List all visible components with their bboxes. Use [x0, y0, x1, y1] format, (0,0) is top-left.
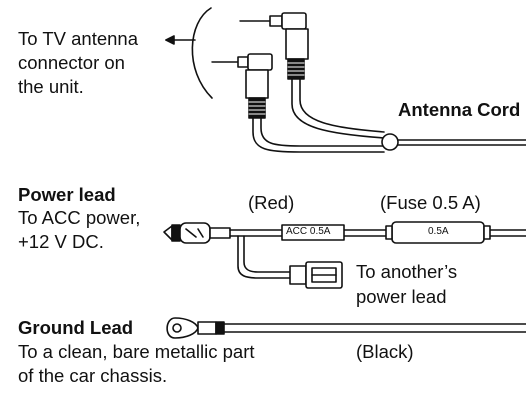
acc-tag-box — [281, 224, 345, 241]
fuse-label: (Fuse 0.5 A) — [380, 192, 481, 213]
power-lead-title: Power lead — [18, 184, 116, 205]
antenna-cord-label: Antenna Cord — [398, 99, 521, 120]
power-connector-plug — [163, 222, 231, 244]
another-power-lead-line1: To another’s — [356, 261, 458, 282]
antenna-plug-upper — [239, 12, 309, 80]
power-lead-desc-line2: +12 V DC. — [18, 231, 104, 252]
arrow-left-icon — [165, 35, 196, 45]
ground-lead-desc-line2: of the car chassis. — [18, 365, 168, 386]
acc-tag-text: ACC 0.5A — [286, 226, 331, 237]
to-tv-antenna-line2: connector on — [18, 52, 125, 73]
ground-ring-terminal — [166, 317, 225, 339]
black-wire-label: (Black) — [356, 341, 414, 362]
power-lead-desc-line1: To ACC power, — [18, 207, 141, 228]
another-power-lead-line2: power lead — [356, 286, 447, 307]
ground-wire — [223, 323, 526, 333]
ground-lead-desc-line1: To a clean, bare metallic part — [18, 341, 255, 362]
fuse-holder — [385, 221, 491, 244]
to-tv-antenna-line1: To TV antenna — [18, 28, 138, 49]
antenna-cable — [252, 78, 526, 153]
fuse-tag-text: 0.5A — [428, 226, 449, 237]
antenna-plug-lower — [211, 53, 273, 119]
ground-lead-title: Ground Lead — [18, 317, 134, 338]
branch-connector — [289, 261, 343, 289]
antenna-bracket — [191, 7, 213, 99]
branch-wire — [237, 235, 291, 279]
to-tv-antenna-line3: the unit. — [18, 76, 84, 97]
red-wire-label: (Red) — [248, 192, 295, 213]
